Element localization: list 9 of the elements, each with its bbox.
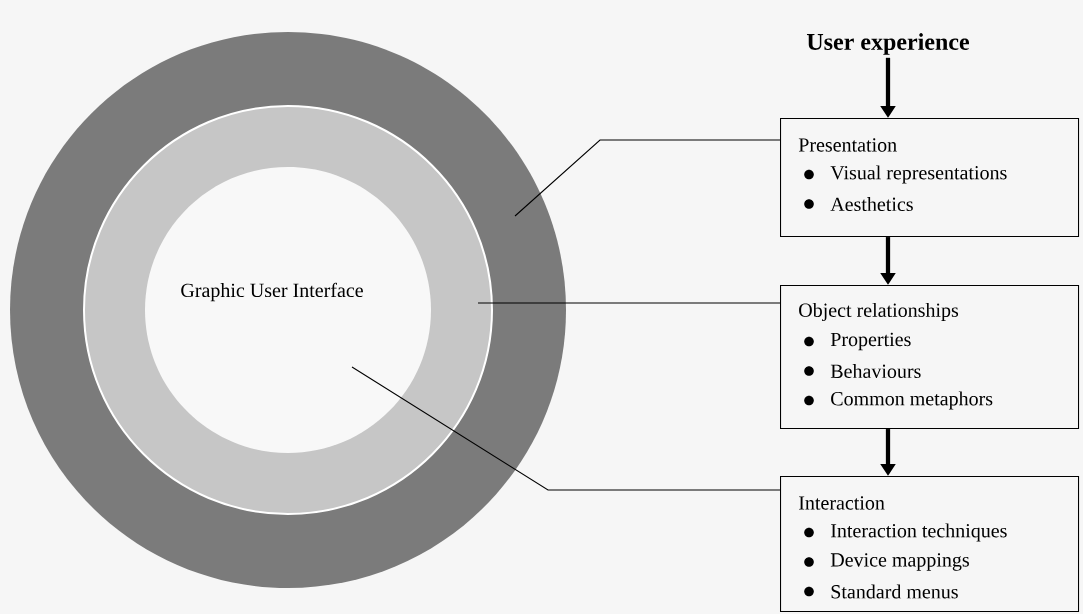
list-box: Interaction Interaction techniques Device mappings Standard menus [780, 476, 1080, 613]
leader-line [351, 366, 781, 491]
circle-label: Graphic User Interface [181, 282, 363, 302]
heading: User experience [807, 33, 969, 55]
list-box: Presentation Visual representations Aesthetics [780, 118, 1080, 238]
leader-line [514, 139, 781, 217]
inner-circle [145, 167, 431, 453]
leader-line [477, 302, 781, 304]
list-box: Object relationships Properties Behaviours Common metaphors [780, 285, 1080, 430]
